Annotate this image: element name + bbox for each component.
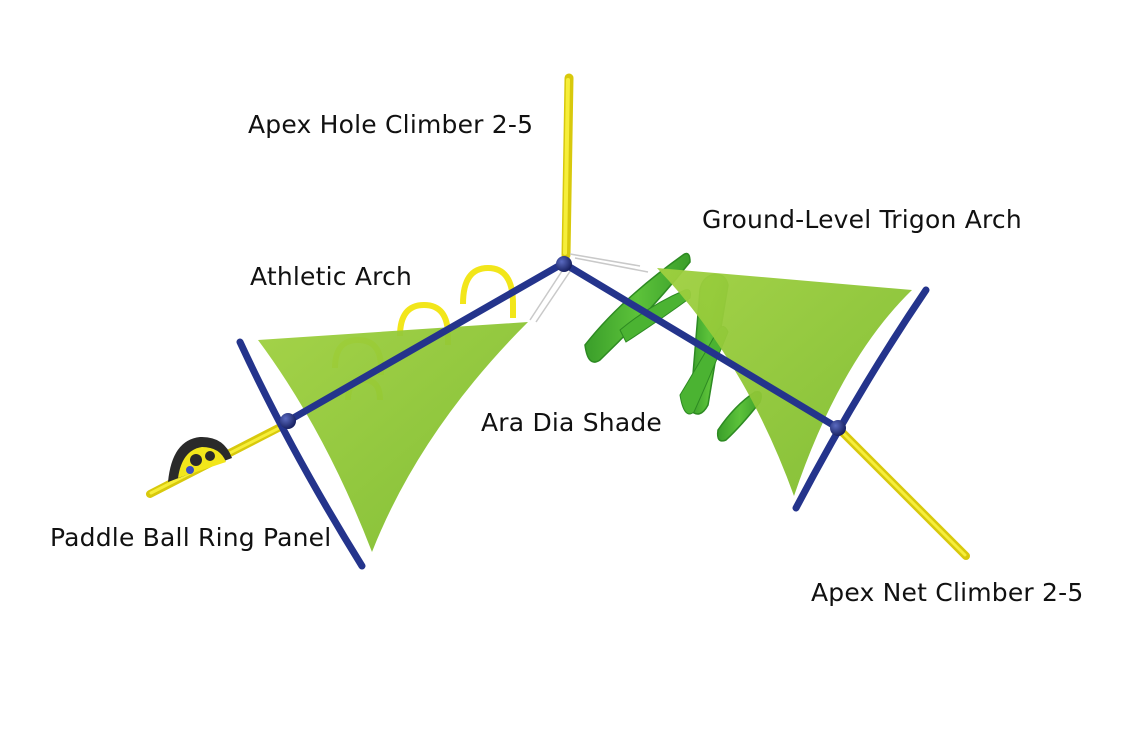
label-apex-net-climber: Apex Net Climber 2-5 [811, 578, 1084, 607]
paddle-ball-ring-panel [168, 436, 232, 482]
left-arch-frame [236, 338, 366, 570]
top-beams [284, 260, 842, 432]
apex-net-climber-pole [834, 424, 970, 560]
label-athletic-arch: Athletic Arch [250, 262, 413, 291]
right-arch-frame [792, 286, 930, 512]
frame-joints [280, 256, 846, 436]
label-paddle-ball-ring-panel: Paddle Ball Ring Panel [50, 523, 332, 552]
right-shade-sail [657, 268, 912, 496]
apex-hole-climber-pole [561, 73, 574, 260]
label-apex-hole-climber: Apex Hole Climber 2-5 [248, 110, 534, 139]
label-ara-dia-shade: Ara Dia Shade [481, 408, 662, 437]
support-cables [529, 253, 649, 323]
left-shade-sail [258, 322, 528, 552]
label-ground-level-trigon-arch: Ground-Level Trigon Arch [702, 205, 1022, 234]
